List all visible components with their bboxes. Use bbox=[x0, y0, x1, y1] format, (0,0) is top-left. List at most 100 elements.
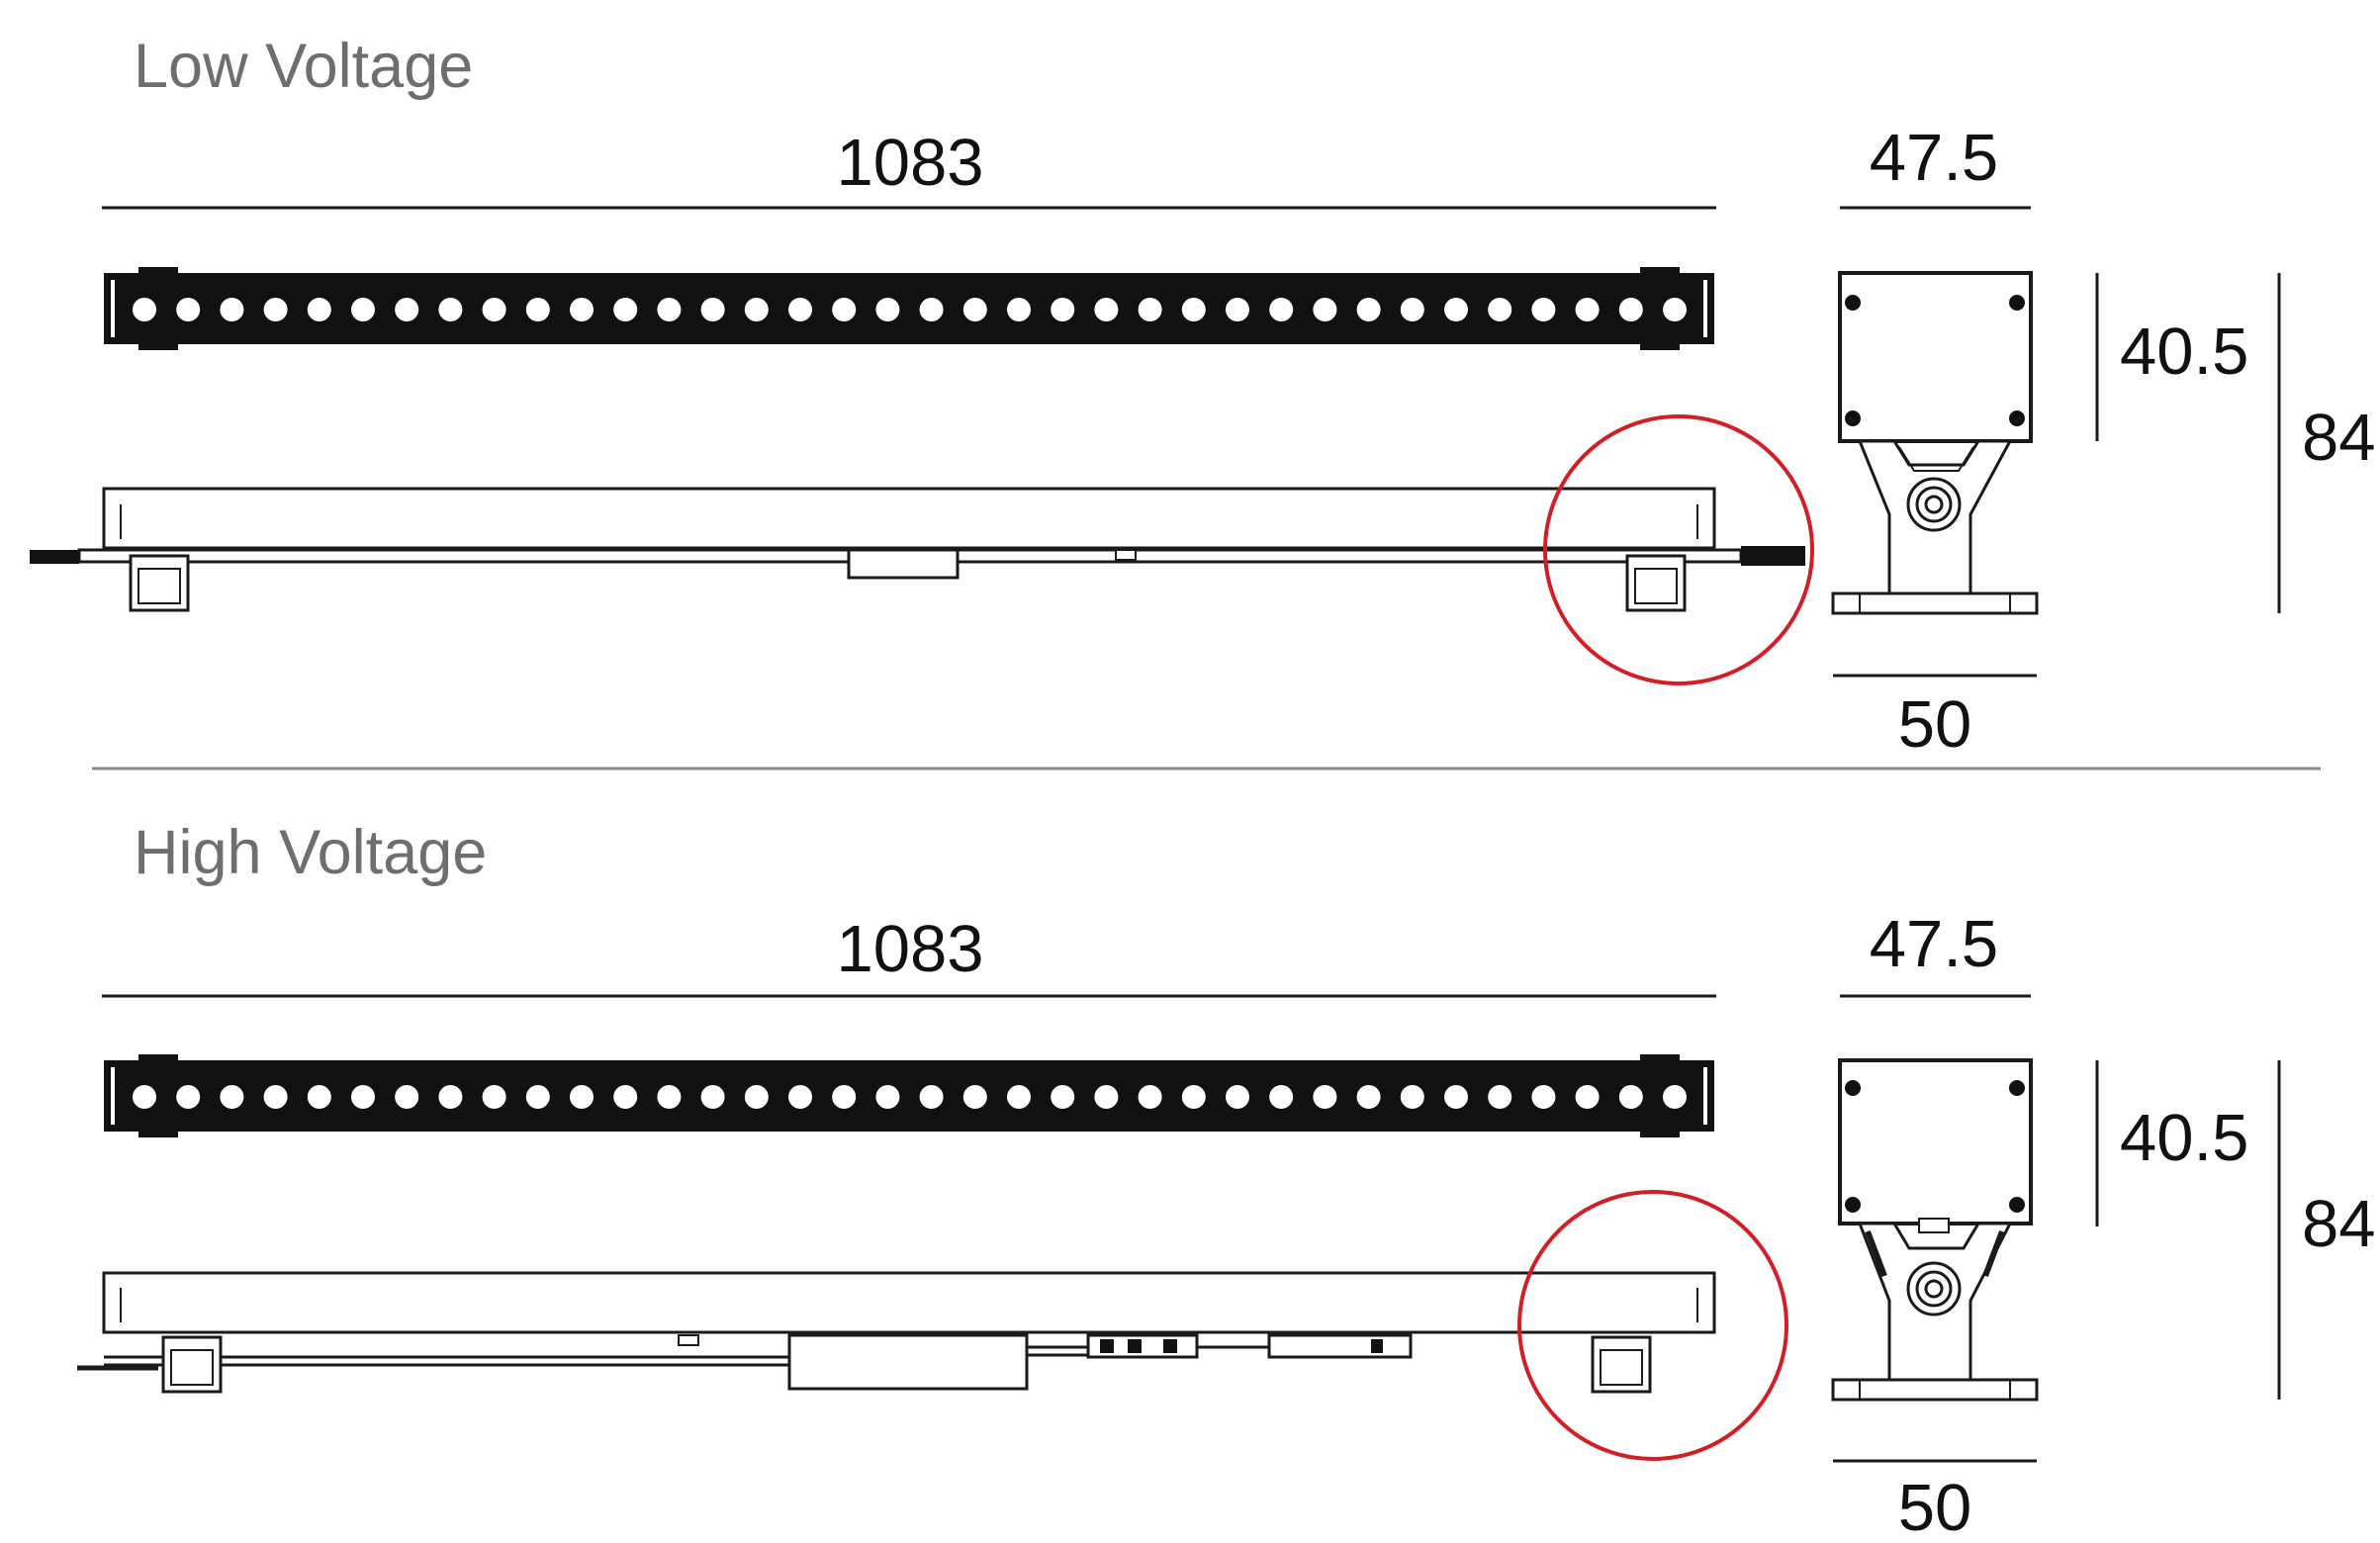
section-title: High Voltage bbox=[134, 818, 487, 887]
led-dot bbox=[1400, 298, 1424, 321]
bar-end-tab bbox=[138, 342, 178, 350]
led-dot bbox=[1444, 298, 1468, 321]
led-dot bbox=[395, 298, 419, 321]
led-dot bbox=[570, 1085, 594, 1109]
bar-end-tab bbox=[138, 267, 178, 275]
led-bar-body bbox=[104, 1060, 1714, 1132]
side-view bbox=[30, 414, 1814, 685]
led-dot bbox=[700, 298, 725, 321]
led-dot bbox=[482, 1085, 506, 1109]
width-dimension-label: 47.5 bbox=[1870, 121, 1998, 195]
screw-icon bbox=[2009, 295, 2025, 311]
bar-end-tab bbox=[1640, 1130, 1680, 1137]
led-dot bbox=[1181, 298, 1206, 321]
screw-icon bbox=[2009, 1197, 2025, 1213]
body-height-label: 40.5 bbox=[2120, 315, 2248, 389]
led-dot bbox=[1313, 298, 1337, 321]
bar-end-tab bbox=[138, 1130, 178, 1137]
bar-end-tab bbox=[1640, 267, 1680, 275]
bracket-inner-line bbox=[1898, 446, 1974, 472]
led-dot bbox=[1575, 298, 1600, 321]
led-dot bbox=[1094, 298, 1119, 321]
length-dimension-label: 1083 bbox=[836, 126, 983, 200]
terminal-icon bbox=[1128, 1339, 1142, 1353]
base-plate bbox=[1831, 1378, 2039, 1402]
led-dot bbox=[1181, 1085, 1206, 1109]
led-dot bbox=[1488, 1085, 1512, 1109]
foot-inner bbox=[170, 1349, 214, 1386]
bar-end-tab bbox=[1640, 1054, 1680, 1062]
led-dot bbox=[919, 298, 944, 321]
small-clip bbox=[1115, 549, 1137, 561]
led-dot bbox=[1269, 298, 1294, 321]
led-dot bbox=[657, 1085, 682, 1109]
front-view-led-bar bbox=[104, 267, 1714, 350]
bar-end-cap bbox=[111, 1067, 115, 1125]
led-dot bbox=[176, 1085, 201, 1109]
base-width-label: 50 bbox=[1898, 687, 1972, 762]
led-bar-body bbox=[104, 273, 1714, 344]
led-dot bbox=[1051, 1085, 1075, 1109]
led-dot bbox=[1618, 298, 1643, 321]
connector-module bbox=[1267, 1333, 1413, 1359]
foot-inner bbox=[1600, 1349, 1643, 1386]
led-dot bbox=[1226, 298, 1249, 321]
foot-inner bbox=[1634, 568, 1678, 604]
connector-box bbox=[847, 548, 960, 580]
end-view-housing bbox=[1838, 271, 2033, 443]
pivot-knob-center bbox=[1924, 1279, 1944, 1299]
led-dot bbox=[1444, 1085, 1468, 1109]
bar-end-tab bbox=[1640, 342, 1680, 350]
led-dot bbox=[176, 298, 201, 321]
cable-gland bbox=[1918, 1218, 1950, 1233]
led-dot bbox=[1663, 1085, 1687, 1109]
led-dot bbox=[1138, 298, 1162, 321]
led-dot bbox=[307, 298, 331, 321]
led-dot bbox=[700, 1085, 725, 1109]
led-dot bbox=[657, 298, 682, 321]
highlight-circle bbox=[1543, 414, 1814, 685]
led-dot bbox=[133, 1085, 156, 1109]
left-connector bbox=[30, 550, 79, 564]
led-dot bbox=[1138, 1085, 1162, 1109]
led-dot bbox=[1531, 298, 1556, 321]
led-dot bbox=[962, 1085, 987, 1109]
led-dot bbox=[1313, 1085, 1337, 1109]
led-dot bbox=[133, 298, 156, 321]
led-dot bbox=[919, 1085, 944, 1109]
led-dot bbox=[875, 1085, 900, 1109]
total-height-label: 84 bbox=[2302, 1187, 2376, 1261]
led-dot bbox=[351, 298, 375, 321]
pivot-knob-center bbox=[1924, 495, 1944, 514]
end-view-housing bbox=[1838, 1058, 2033, 1225]
side-view-body bbox=[102, 487, 1716, 550]
led-dot bbox=[395, 1085, 419, 1109]
screw-icon bbox=[1845, 295, 1861, 311]
led-dot bbox=[875, 298, 900, 321]
bar-end-tab bbox=[138, 1054, 178, 1062]
led-dot bbox=[613, 1085, 638, 1109]
led-dot bbox=[351, 1085, 375, 1109]
led-dot bbox=[263, 298, 288, 321]
length-dimension-label: 1083 bbox=[836, 912, 983, 986]
base-width-label: 50 bbox=[1898, 1471, 1972, 1543]
led-dot bbox=[1663, 298, 1687, 321]
led-dot bbox=[1531, 1085, 1556, 1109]
terminal-icon bbox=[1100, 1339, 1114, 1353]
led-dot bbox=[1007, 1085, 1031, 1109]
high-voltage-section: High Voltage 1083 bbox=[77, 818, 2376, 1543]
side-view bbox=[77, 1190, 1788, 1461]
screw-icon bbox=[2009, 1080, 2025, 1096]
led-dot bbox=[1007, 298, 1031, 321]
led-dot bbox=[1618, 1085, 1643, 1109]
screw-icon bbox=[1845, 1080, 1861, 1096]
bar-end-cap bbox=[111, 280, 115, 337]
led-dot bbox=[1226, 1085, 1249, 1109]
led-dot bbox=[220, 1085, 244, 1109]
low-voltage-section: Low Voltage 1083 bbox=[30, 32, 2376, 762]
led-dot bbox=[438, 298, 463, 321]
led-dot bbox=[1575, 1085, 1600, 1109]
width-dimension-label: 47.5 bbox=[1870, 907, 1998, 981]
highlight-circle bbox=[1517, 1190, 1788, 1461]
